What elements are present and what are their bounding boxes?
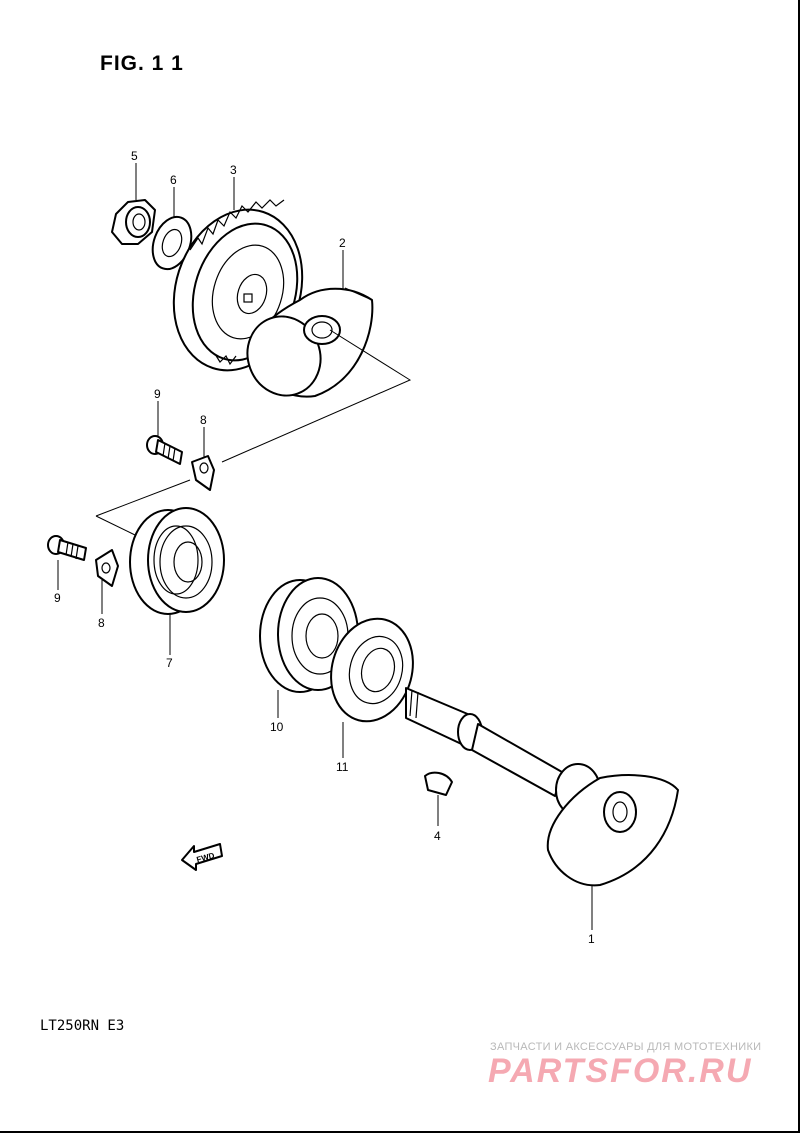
callout-10: 10 — [270, 720, 284, 734]
part-9-screw-upper[interactable] — [146, 435, 183, 465]
part-7-bearing[interactable] — [129, 507, 225, 615]
watermark-logo: PARTSFOR.RU — [488, 1052, 753, 1090]
callout-4: 4 — [434, 829, 441, 843]
callout-5: 5 — [131, 149, 138, 163]
callout-1: 1 — [588, 932, 595, 946]
model-label: LT250RN E3 — [40, 1018, 125, 1034]
callout-11: 11 — [336, 760, 349, 774]
callout-2: 2 — [339, 236, 346, 250]
callout-3: 3 — [230, 163, 237, 177]
part-5-nut[interactable] — [111, 199, 156, 245]
part-8-retainer-upper[interactable] — [191, 455, 215, 491]
part-4-key[interactable] — [424, 771, 453, 796]
part-9-screw-lower[interactable] — [47, 535, 87, 561]
part-11-seal[interactable] — [320, 609, 424, 730]
fwd-arrow-icon: FWD — [181, 843, 223, 871]
watermark-tagline: ЗАПЧАСТИ И АКСЕССУАРЫ ДЛЯ МОТОТЕХНИКИ — [490, 1041, 762, 1053]
part-1-balancer-shaft[interactable] — [405, 687, 679, 887]
callout-8-lower: 8 — [98, 616, 105, 630]
part-2-balancer-weight[interactable] — [236, 287, 374, 406]
callout-9-lower: 9 — [54, 591, 61, 605]
callout-9-upper: 9 — [154, 387, 161, 401]
callout-7: 7 — [166, 656, 173, 670]
figure-title: FIG. 1 1 — [100, 52, 184, 75]
callout-8-upper: 8 — [200, 413, 207, 427]
callout-6: 6 — [170, 173, 177, 187]
part-8-retainer-lower[interactable] — [95, 549, 119, 587]
